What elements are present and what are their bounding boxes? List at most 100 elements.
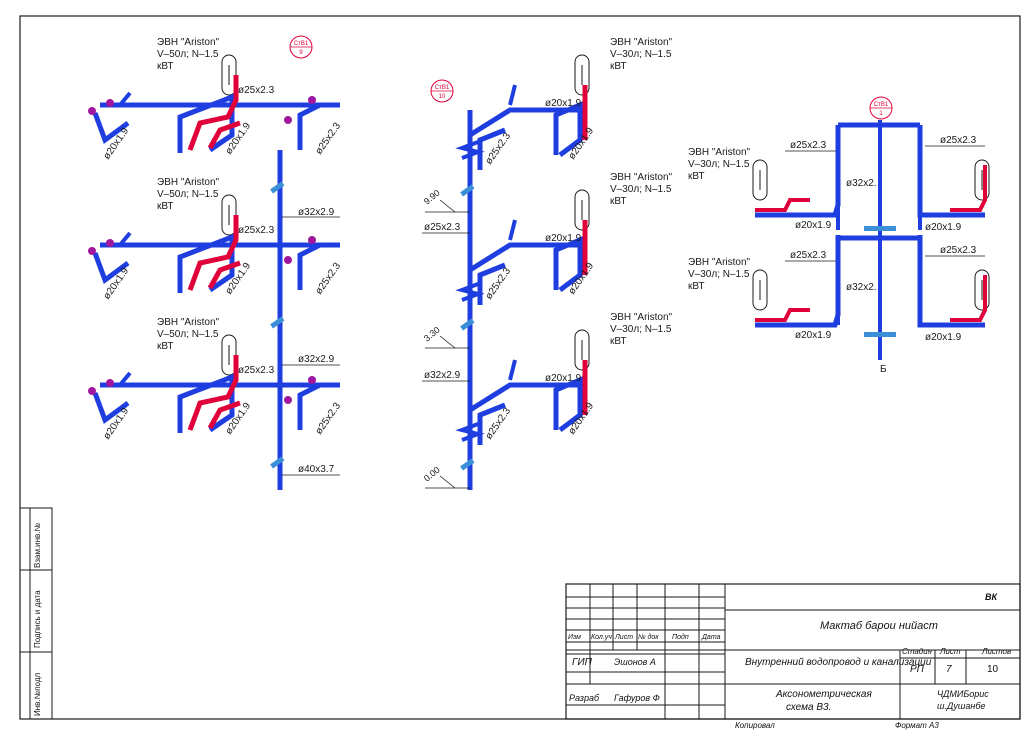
left-floor-2-fixture-red (187, 355, 239, 431)
left-floor-1-stub (118, 231, 132, 247)
left-floor-2-valve-1 (88, 387, 96, 395)
level-9.90: 9.90 (422, 188, 442, 207)
stamp-inv: Инв.№подл (33, 673, 42, 716)
svg-text:СтВ1: СтВ1 (294, 41, 309, 47)
tb-sheet-h: Лист (940, 647, 961, 656)
mid-floor-1-main (468, 242, 580, 273)
left-floor-1-valve-2 (106, 239, 114, 247)
left-floor-2-valve-4 (308, 376, 316, 384)
dim-right-25-d: ø25x2.3 (790, 250, 827, 261)
left-floor-0-valve-3 (284, 116, 292, 124)
right-unit-1-heater (752, 269, 768, 311)
mid-floor-0-dim-top: ø20x1.9 (545, 98, 582, 109)
tb-stage-v: РП (910, 664, 924, 675)
tb-sheets-v: 10 (987, 664, 999, 675)
mid-floor-0-branch (477, 127, 506, 170)
riser-tag-1: СтВ1 9 (289, 35, 313, 59)
mid-floor-1-heater-label-line-1: V–30л; N–1.5 (610, 184, 672, 195)
axonometric-left-group: ø32x2.9 ø32x2.9 ø40x3.7 (270, 150, 340, 490)
mid-floor-2-fixture-blue (553, 376, 583, 432)
tb-copied: Копировал (735, 721, 775, 730)
left-floor-0-dim-25r: ø25x2.3 (313, 120, 343, 156)
dim-left-32-1: ø32x2.9 (298, 207, 335, 218)
stamp-swap: Взам.инв.№ (33, 522, 42, 568)
right-unit-0-heater-label-line-0: ЭВН "Ariston" (688, 147, 751, 158)
right-unit-0-red (755, 198, 810, 212)
mid-floor-0-fixture-blue (553, 101, 583, 157)
right-unit-2-red (950, 165, 987, 212)
left-floor-1-valve-3 (284, 256, 292, 264)
mid-floor-2-heater-label-line-1: V–30л; N–1.5 (610, 324, 672, 335)
left-floor-1-valve-1 (88, 247, 96, 255)
axonometric-middle-group: 9.90 3.30 0.00 ø25x2.3 ø32x2.9 (422, 110, 485, 490)
right-unit-0-heater-label-line-2: кВТ (688, 171, 704, 182)
mid-floor-0-heater (574, 54, 590, 96)
tb-company-2: ш.Душанбе (937, 701, 986, 711)
right-unit-0-blue (755, 125, 841, 218)
left-floor-2-heater-label-line-2: кВТ (157, 341, 173, 352)
tb-title-2: схема В3. (786, 702, 832, 713)
mid-floor-2-heater-label-line-2: кВТ (610, 336, 626, 347)
left-floor-0-valve-2 (106, 99, 114, 107)
left-floor-1-dim-25r: ø25x2.3 (313, 260, 343, 296)
stamp-sign: Подпись и дата (33, 590, 42, 648)
mid-floor-0-heater-label-line-2: кВТ (610, 61, 626, 72)
mid-floor-1-heater-label-line-2: кВТ (610, 196, 626, 207)
left-floor-2-heater-label-line-0: ЭВН "Ariston" (157, 317, 220, 328)
mid-floor-0-heater-label-line-1: V–30л; N–1.5 (610, 49, 672, 60)
right-unit-3-heater (974, 269, 990, 311)
mid-floor-2-heater-label-line-0: ЭВН "Ariston" (610, 312, 673, 323)
tb-stage-h: Стадия (902, 647, 932, 656)
tb-format: Формат А3 (895, 721, 939, 730)
right-unit-0-heater-label-line-1: V–30л; N–1.5 (688, 159, 750, 170)
right-unit-2-heater (974, 159, 990, 201)
tb-h-sign: Подп (672, 634, 689, 641)
mark-b: Б (880, 364, 887, 375)
level-0.00: 0.00 (422, 465, 442, 484)
left-floor-2-stub (118, 371, 132, 387)
dim-mid-32: ø32x2.9 (424, 370, 461, 381)
left-floor-2-valve-2 (106, 379, 114, 387)
mid-floor-2-dim-top: ø20x1.9 (545, 373, 582, 384)
right-unit-3-red (950, 275, 987, 322)
right-unit-1-red (755, 308, 810, 322)
mid-floor-0-stub (508, 84, 517, 106)
left-floor-2-branch-r (297, 382, 322, 430)
left-floor-0-heater-label-line-0: ЭВН "Ariston" (157, 37, 220, 48)
left-floor-0-fixture-red (187, 75, 239, 151)
right-unit-1-blue (755, 235, 841, 328)
left-floor-1-fixture-red-2 (207, 260, 241, 290)
dim-right-20-a: ø20x1.9 (795, 220, 832, 231)
mid-floor-1-heater-label-line-0: ЭВН "Ariston" (610, 172, 673, 183)
left-floor-2-fixture-blue (177, 373, 235, 433)
tb-code: ВК (985, 592, 998, 602)
dim-right-20-b: ø20x1.9 (795, 330, 832, 341)
riser-tag-3: СтВ1 1 (869, 96, 893, 120)
svg-text:1: 1 (879, 111, 883, 117)
left-floor-2-dim-25r: ø25x2.3 (313, 400, 343, 436)
tb-name-dev: Гафуров Ф (614, 693, 660, 703)
mid-floor-2-heater (574, 329, 590, 371)
left-floor-0-branch-l (92, 112, 130, 144)
svg-text:СтВ1: СтВ1 (874, 102, 889, 108)
riser-tag-2: СтВ1 10 (430, 79, 454, 103)
left-floor-1-branch-l (92, 252, 130, 284)
right-unit-2-blue (917, 125, 985, 218)
dim-mid-25: ø25x2.3 (424, 222, 461, 233)
left-floor-1-heater-label-line-0: ЭВН "Ariston" (157, 177, 220, 188)
left-floor-1-fixture-red (187, 215, 239, 291)
right-unit-3-blue (917, 235, 985, 328)
level-3.30: 3.30 (422, 325, 442, 344)
left-floor-0-heater-label-line-2: кВТ (157, 61, 173, 72)
right-unit-0-heater (752, 159, 768, 201)
mid-floor-2-main (468, 382, 580, 413)
mid-floor-1-branch (477, 262, 506, 305)
mid-floor-1-heater (574, 189, 590, 231)
tb-h-date: Дата (702, 634, 721, 641)
left-floor-2-fixture-red-2 (207, 400, 241, 430)
tb-role-gip: ГИП (572, 657, 592, 668)
left-floor-0-valve-4 (308, 96, 316, 104)
mid-floor-1-stub (508, 219, 517, 241)
left-floor-1-valve-4 (308, 236, 316, 244)
